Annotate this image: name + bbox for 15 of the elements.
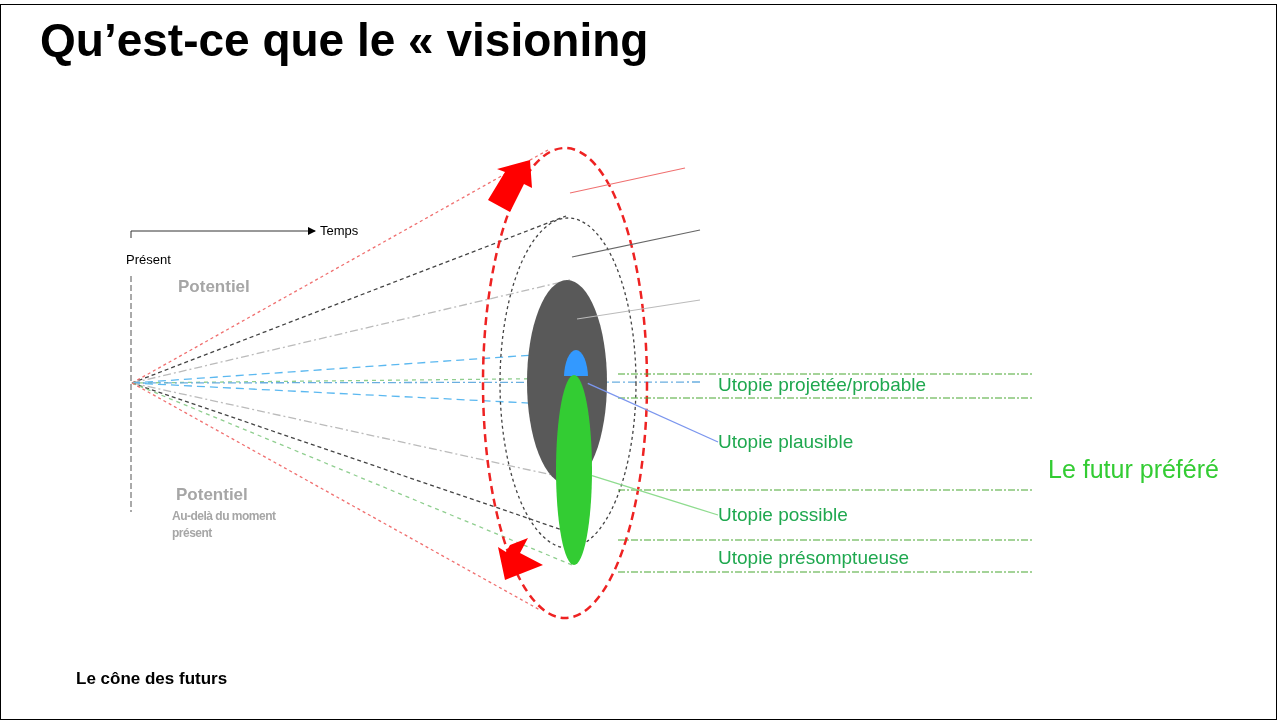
leader-line [591,474,719,516]
ellipse-shape [556,375,592,565]
category-label: Utopie plausible [718,430,855,454]
heading-label: Le futur préféré [1048,454,1219,485]
region-label: Potentiel [176,484,248,506]
axis-label: Présent [126,251,171,269]
category-label: Utopie projetée/probable [718,373,927,397]
category-label: Utopie possible [718,503,849,527]
axis-label: Temps [320,222,359,240]
slide-title: Qu’est-ce que le « visioning [40,13,649,68]
region-label: Potentiel [178,276,250,298]
leader-line [587,382,719,443]
region-note: Au-delà du moment présent [172,508,277,542]
caption: Le cône des futurs [76,668,228,690]
category-label: Utopie présomptueuse [718,546,910,570]
